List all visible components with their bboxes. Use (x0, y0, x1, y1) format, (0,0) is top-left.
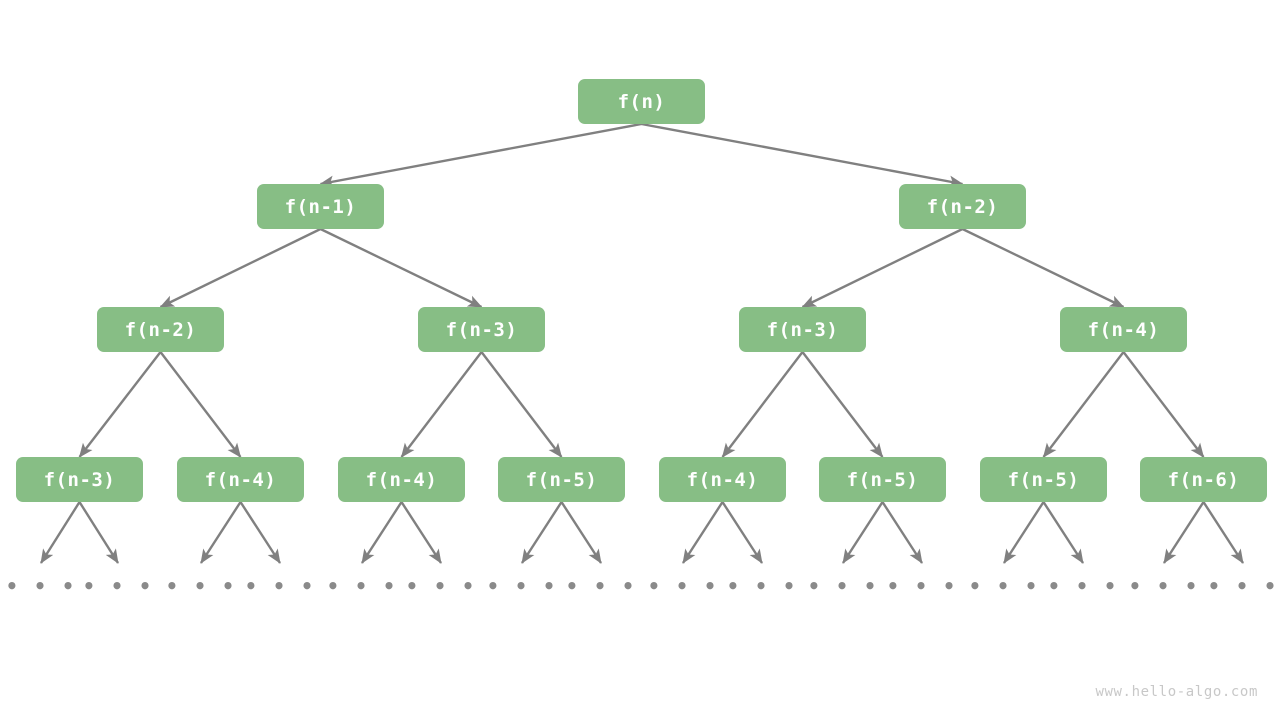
tree-node-level4-3: f(n-5) (498, 457, 625, 502)
ellipsis-marker: • • • (486, 574, 558, 598)
ellipsis-marker: • • • (565, 574, 637, 598)
tree-node-level3-1: f(n-3) (418, 307, 545, 352)
tree-edge (1042, 351, 1125, 458)
tree-node-level4-6: f(n-5) (980, 457, 1107, 502)
tree-edge (1042, 501, 1085, 564)
ellipsis-marker: • • • (726, 574, 798, 598)
ellipsis-marker: • • • (1207, 574, 1279, 598)
tree-edge (400, 351, 483, 458)
tree-edge (881, 501, 924, 564)
tree-edge (199, 501, 242, 564)
tree-edge (159, 227, 322, 309)
tree-edge (1002, 501, 1045, 564)
tree-edge (721, 501, 764, 564)
ellipsis-marker: • • • (807, 574, 879, 598)
tree-node-level4-5: f(n-5) (819, 457, 946, 502)
tree-edge (400, 501, 443, 564)
tree-edge (801, 227, 964, 309)
tree-edge (520, 501, 563, 564)
tree-edge (681, 501, 724, 564)
tree-edge (641, 122, 964, 188)
tree-node-level3-2: f(n-3) (739, 307, 866, 352)
tree-edge (841, 501, 884, 564)
tree-node-level4-1: f(n-4) (177, 457, 304, 502)
tree-edge (39, 501, 81, 564)
tree-node-level1-0: f(n) (578, 79, 705, 124)
ellipsis-marker: • • • (82, 574, 154, 598)
ellipsis-marker: • • • (886, 574, 958, 598)
tree-node-level4-2: f(n-4) (338, 457, 465, 502)
tree-node-level2-1: f(n-2) (899, 184, 1026, 229)
tree-edge (721, 351, 804, 458)
tree-node-level3-0: f(n-2) (97, 307, 224, 352)
ellipsis-marker: • • • (1047, 574, 1119, 598)
tree-node-level4-0: f(n-3) (16, 457, 143, 502)
tree-edge (360, 501, 403, 564)
tree-edge (159, 351, 242, 458)
ellipsis-marker: • • • (5, 574, 77, 598)
tree-edge (1122, 351, 1205, 458)
ellipsis-marker: • • • (647, 574, 719, 598)
tree-node-level2-0: f(n-1) (257, 184, 384, 229)
tree-edge (801, 351, 884, 458)
tree-node-level4-7: f(n-6) (1140, 457, 1267, 502)
tree-edge (78, 501, 120, 564)
ellipsis-marker: • • • (1128, 574, 1200, 598)
watermark: www.hello-algo.com (1095, 684, 1258, 700)
ellipsis-marker: • • • (165, 574, 237, 598)
tree-edge (961, 227, 1125, 309)
tree-edge (480, 351, 563, 458)
ellipsis-marker: • • • (244, 574, 316, 598)
ellipsis-marker: • • • (405, 574, 477, 598)
tree-node-level4-4: f(n-4) (659, 457, 786, 502)
tree-node-level3-3: f(n-4) (1060, 307, 1187, 352)
ellipsis-marker: • • • (968, 574, 1040, 598)
ellipsis-marker: • • • (326, 574, 398, 598)
tree-edge (560, 501, 603, 564)
tree-edge (319, 122, 642, 188)
tree-edge (319, 227, 483, 309)
tree-edge (1202, 501, 1245, 564)
tree-edge (239, 501, 282, 564)
tree-edge (78, 351, 162, 458)
tree-edge (1162, 501, 1205, 564)
